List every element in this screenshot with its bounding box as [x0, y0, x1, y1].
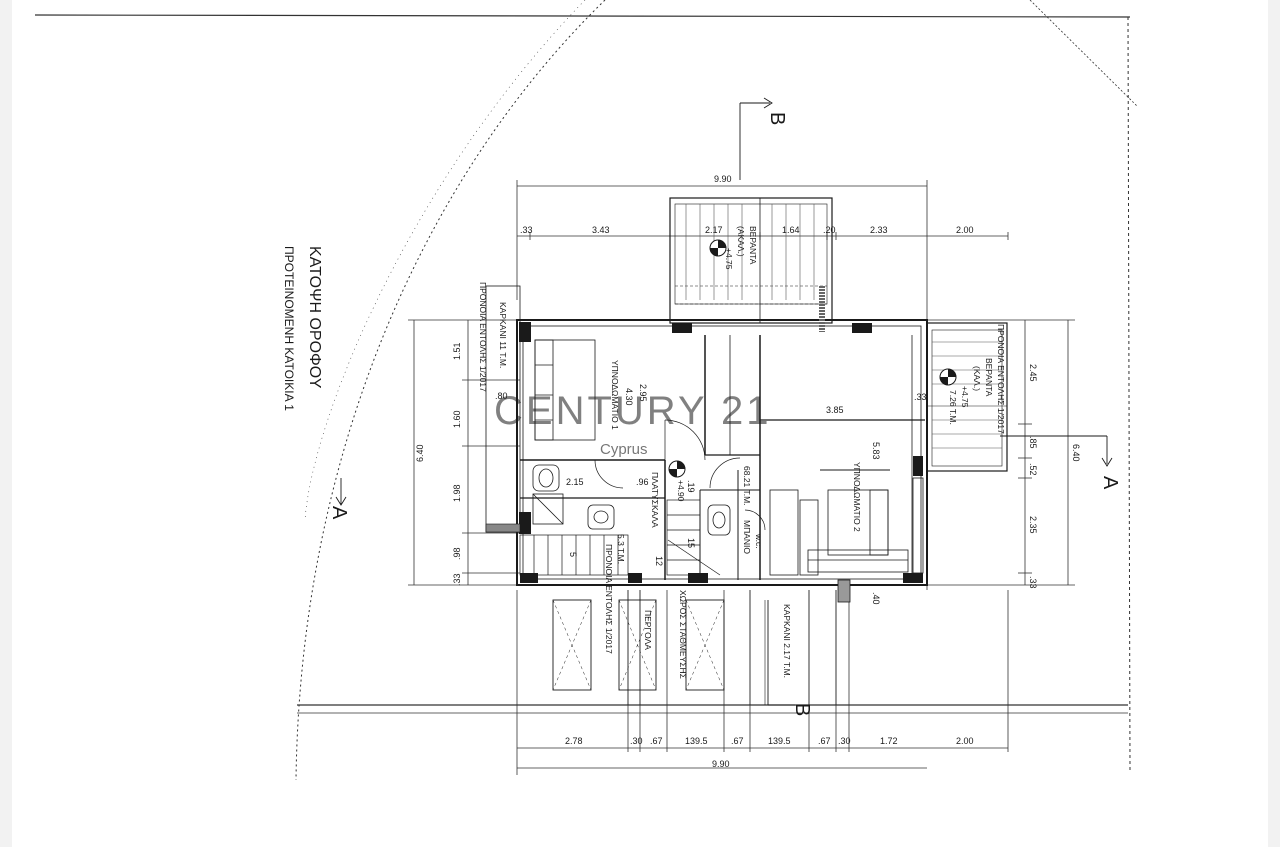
drawing-title: ΚΑΤΟΨΗ ΟΡΟΦΟΥ: [306, 246, 323, 389]
bottom-dim-4: 139.5: [685, 736, 708, 746]
left-dim-1: 1.51: [452, 342, 462, 360]
landing-dim-a: 2.15: [566, 477, 584, 487]
left-inner-dim: .80: [495, 391, 508, 401]
bottom-dim-2: .30: [630, 736, 643, 746]
stair-step-12: 12: [654, 556, 664, 566]
bottom-dim-10: 2.00: [956, 736, 974, 746]
watermark-sub: Cyprus: [600, 441, 648, 458]
bedroom1-width: 4.30: [624, 388, 634, 406]
dim-040: .40: [871, 592, 881, 605]
top-dim-2: 3.43: [592, 225, 610, 235]
right-veranda-area: 7.26 Τ.Μ.: [948, 390, 958, 425]
top-dim-7: 2.00: [956, 225, 974, 235]
top-veranda-level: +4.75: [724, 248, 734, 270]
right-veranda-name: ΒΕΡΑΝΤΑ: [984, 358, 994, 397]
left-carcass: ΚΑΡΚΑΝΙ 11 Τ.Μ.: [498, 302, 508, 368]
top-veranda-sub: (ΑΚΑΛ.): [736, 226, 746, 257]
drawing-subtitle: ΠΡΟΤΕΙΝΟΜΕΝΗ ΚΑΤΟΙΚΙΑ 1: [282, 246, 296, 411]
left-dim-5: .33: [452, 573, 462, 586]
section-labels: B B A A: [328, 112, 1121, 716]
right-small-dim: .33: [914, 392, 927, 402]
left-dim-3: 1.98: [452, 484, 462, 502]
right-veranda-level: +4.75: [960, 386, 970, 408]
top-veranda-ticks: [685, 204, 815, 300]
right-dim-1: 2.45: [1028, 364, 1038, 382]
bedroom1-label: ΥΠΝΟΔΩΜΑΤΙΟ 1: [610, 360, 620, 430]
bottom-dim-5: .67: [731, 736, 744, 746]
right-veranda: [926, 322, 1008, 472]
bedroom2-height: 5.83: [871, 442, 881, 460]
bath-label: ΜΠΑΝΙΟ: [742, 520, 752, 554]
bottom-carcass: ΚΑΡΚΑΝΙ 2.17 Τ.Μ.: [782, 604, 792, 678]
bottom-dim-6: 139.5: [768, 736, 791, 746]
bottom-dim-3: .67: [650, 736, 663, 746]
section-b-bottom-label: B: [791, 703, 813, 716]
bottom-total-dim: 9.90: [712, 759, 730, 769]
bedroom2-label: ΥΠΝΟΔΩΜΑΤΙΟ 2: [852, 462, 862, 532]
bedroom2-bed: [769, 489, 909, 576]
top-veranda-name: ΒΕΡΑΝΤΑ: [748, 226, 758, 265]
stair-step-5: 5: [568, 552, 578, 557]
right-veranda-note: ΠΡΟΝΟΙΑ ΕΝΤΟΛΗΣ 1/2017: [996, 324, 1006, 434]
landing-level: +4.90: [676, 480, 686, 502]
right-total-dim: 6.40: [1071, 444, 1081, 462]
pergola-label: ΠΕΡΓΟΛΑ: [643, 610, 653, 650]
bath-wc: w.c.: [754, 533, 764, 549]
top-dim-1: .33: [520, 225, 533, 235]
watermark-brand: CENTURY 21: [494, 389, 772, 433]
section-lines: [335, 97, 1113, 706]
left-segment-dims: 1.51 1.60 1.98 .98 .33 6.40: [415, 342, 462, 586]
right-dim-3: .52: [1028, 463, 1038, 476]
left-dimensions: [408, 319, 530, 586]
left-total-dim: 6.40: [415, 444, 425, 462]
plot-boundary: [34, 0, 1139, 781]
right-segment-dims: 2.45 .85 .52 2.35 .33 6.40: [1028, 364, 1081, 589]
bottom-dim-1: 2.78: [565, 736, 583, 746]
section-a-left-label: A: [328, 506, 350, 520]
top-dim-6: 2.33: [870, 225, 888, 235]
watermark: CENTURY 21 Cyprus: [494, 389, 772, 458]
right-dim-4: 2.35: [1028, 516, 1038, 534]
landing-dim-c: .19: [686, 480, 696, 493]
landing-dim-b: .96: [636, 477, 649, 487]
top-dim-4: 1.64: [782, 225, 800, 235]
pergola-parking: [552, 590, 837, 705]
section-a-right-label: A: [1099, 476, 1121, 490]
landing-area: 68.21 Τ.Μ.: [742, 466, 752, 506]
bedroom2-width: 3.85: [826, 405, 844, 415]
bathroom-fixtures: [532, 464, 731, 536]
bedroom1-bed: [534, 339, 596, 441]
right-dimensions: [927, 319, 1075, 586]
level-markers: [668, 239, 957, 478]
left-balcony: [485, 285, 521, 533]
room-labels: ΒΕΡΑΝΤΑ (ΑΚΑΛ.) +4.75 ΠΡΟΝΟΙΑ ΕΝΤΟΛΗΣ 1/…: [478, 226, 1006, 679]
structural-columns: [519, 322, 923, 583]
door-swings: [594, 419, 766, 531]
stair-note: ΠΡΟΝΟΙΑ ΕΝΤΟΛΗΣ 1/2017: [604, 544, 614, 654]
right-dim-2: .85: [1028, 436, 1038, 449]
left-dim-2: 1.60: [452, 410, 462, 428]
top-total-dim: 9.90: [714, 174, 732, 184]
left-note: ΠΡΟΝΟΙΑ ΕΝΤΟΛΗΣ 1/2017: [478, 282, 488, 392]
bottom-dim-9: 1.72: [880, 736, 898, 746]
top-veranda: [669, 197, 833, 332]
stairs: [519, 499, 721, 576]
bedroom1-height: 2.95: [638, 384, 648, 402]
top-dim-5: .20: [823, 225, 836, 235]
left-dim-4: .98: [452, 547, 462, 560]
stair-area: 5.3 Τ.Μ.: [616, 534, 626, 564]
bottom-segment-dims: 2.78 .30 .67 139.5 .67 139.5 .67 .30 1.7…: [565, 736, 974, 746]
bottom-dim-7: .67: [818, 736, 831, 746]
section-b-top-label: B: [766, 112, 788, 125]
stair-step-15: 15: [686, 538, 696, 548]
right-dim-5: .33: [1028, 576, 1038, 589]
bottom-dim-8: .30: [838, 736, 851, 746]
landing-label: ΠΛΑΤΥΣΚΑΛΑ: [650, 472, 660, 528]
parking-label: ΧΩΡΟΣ ΣΤΑΘΜΕΥΣΗΣ: [678, 590, 688, 679]
right-wall-strip: [837, 477, 924, 603]
right-veranda-sub: (ΚΑΛ.): [972, 366, 982, 391]
